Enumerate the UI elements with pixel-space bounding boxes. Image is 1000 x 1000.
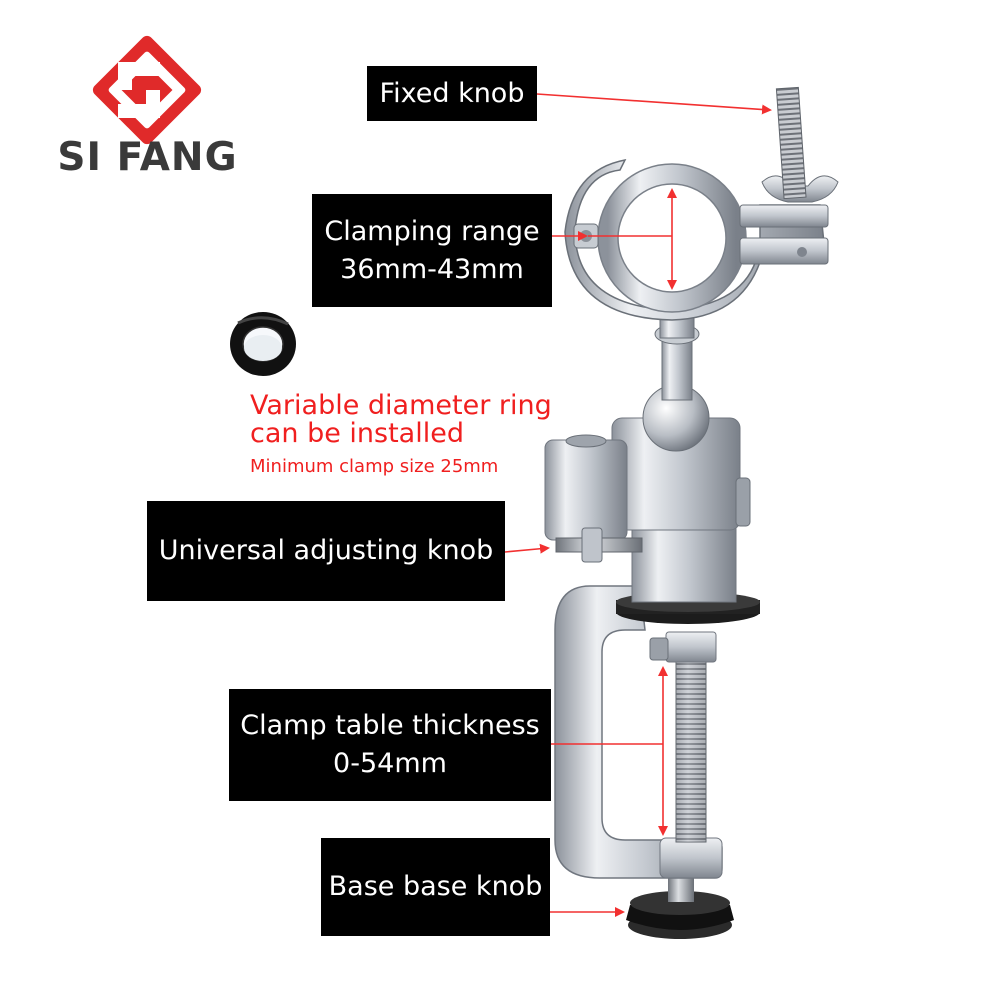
annotation-arrows <box>504 93 772 917</box>
brand-logo-icon <box>92 35 202 145</box>
variable-ring-note-line2: can be installed <box>250 418 464 449</box>
clamp-thickness-value: 0-54mm <box>333 748 447 779</box>
clamping-range-title: Clamping range <box>324 215 540 247</box>
fixed-knob-text: Fixed knob <box>379 77 525 109</box>
universal-knob-label: Universal adjusting knob <box>147 501 505 601</box>
variable-ring-note-line1: Variable diameter ring <box>250 390 552 421</box>
base-knob-label: Base base knob <box>321 838 550 936</box>
clamping-range-value: 36mm-43mm <box>340 253 524 285</box>
base-knob-text: Base base knob <box>328 871 543 902</box>
clamp-thickness-title: Clamp table thickness <box>240 710 540 741</box>
fixed-knob-label: Fixed knob <box>367 66 537 121</box>
rubber-ring-icon <box>230 312 296 376</box>
universal-knob-text: Universal adjusting knob <box>158 535 494 566</box>
clamp-thickness-label: Clamp table thickness 0-54mm <box>229 689 551 801</box>
clamping-range-label: Clamping range 36mm-43mm <box>312 194 552 307</box>
brand-name: SI FANG <box>57 135 238 180</box>
minimum-clamp-note: Minimum clamp size 25mm <box>250 456 499 477</box>
